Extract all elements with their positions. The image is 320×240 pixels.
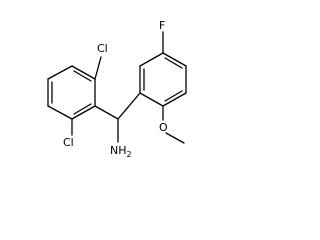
fluorine-label: F: [159, 19, 165, 32]
dichlorophenyl-ring: [47, 65, 96, 120]
bond: [47, 65, 73, 80]
double-bond-inner: [73, 70, 92, 82]
double-bond-inner: [164, 90, 183, 102]
amine-label: NH2: [110, 144, 132, 159]
bond: [139, 92, 164, 107]
bond: [162, 52, 187, 67]
bond: [71, 105, 96, 120]
methoxy-oxygen-label: O: [159, 121, 168, 134]
bond: [47, 105, 73, 120]
bond: [162, 92, 187, 107]
fluoromethoxyphenyl-ring: [139, 52, 187, 107]
chlorine-top-label: Cl: [97, 42, 108, 55]
double-bond-inner: [164, 57, 183, 69]
bond-o-to-methyl: [165, 132, 185, 144]
double-bond-inner: [73, 103, 92, 115]
molecule-diagram: Cl Cl F NH2 O: [47, 19, 187, 159]
bond: [71, 65, 96, 80]
bond: [139, 52, 164, 67]
bond-left-ring-to-ch: [94, 105, 119, 120]
bond-ch-to-right-ring: [117, 92, 141, 120]
atom-labels: Cl Cl F NH2 O: [63, 19, 168, 159]
substituent-bonds: [71, 31, 185, 144]
bond-to-cl-top: [94, 56, 102, 80]
chlorine-bottom-label: Cl: [63, 136, 74, 149]
